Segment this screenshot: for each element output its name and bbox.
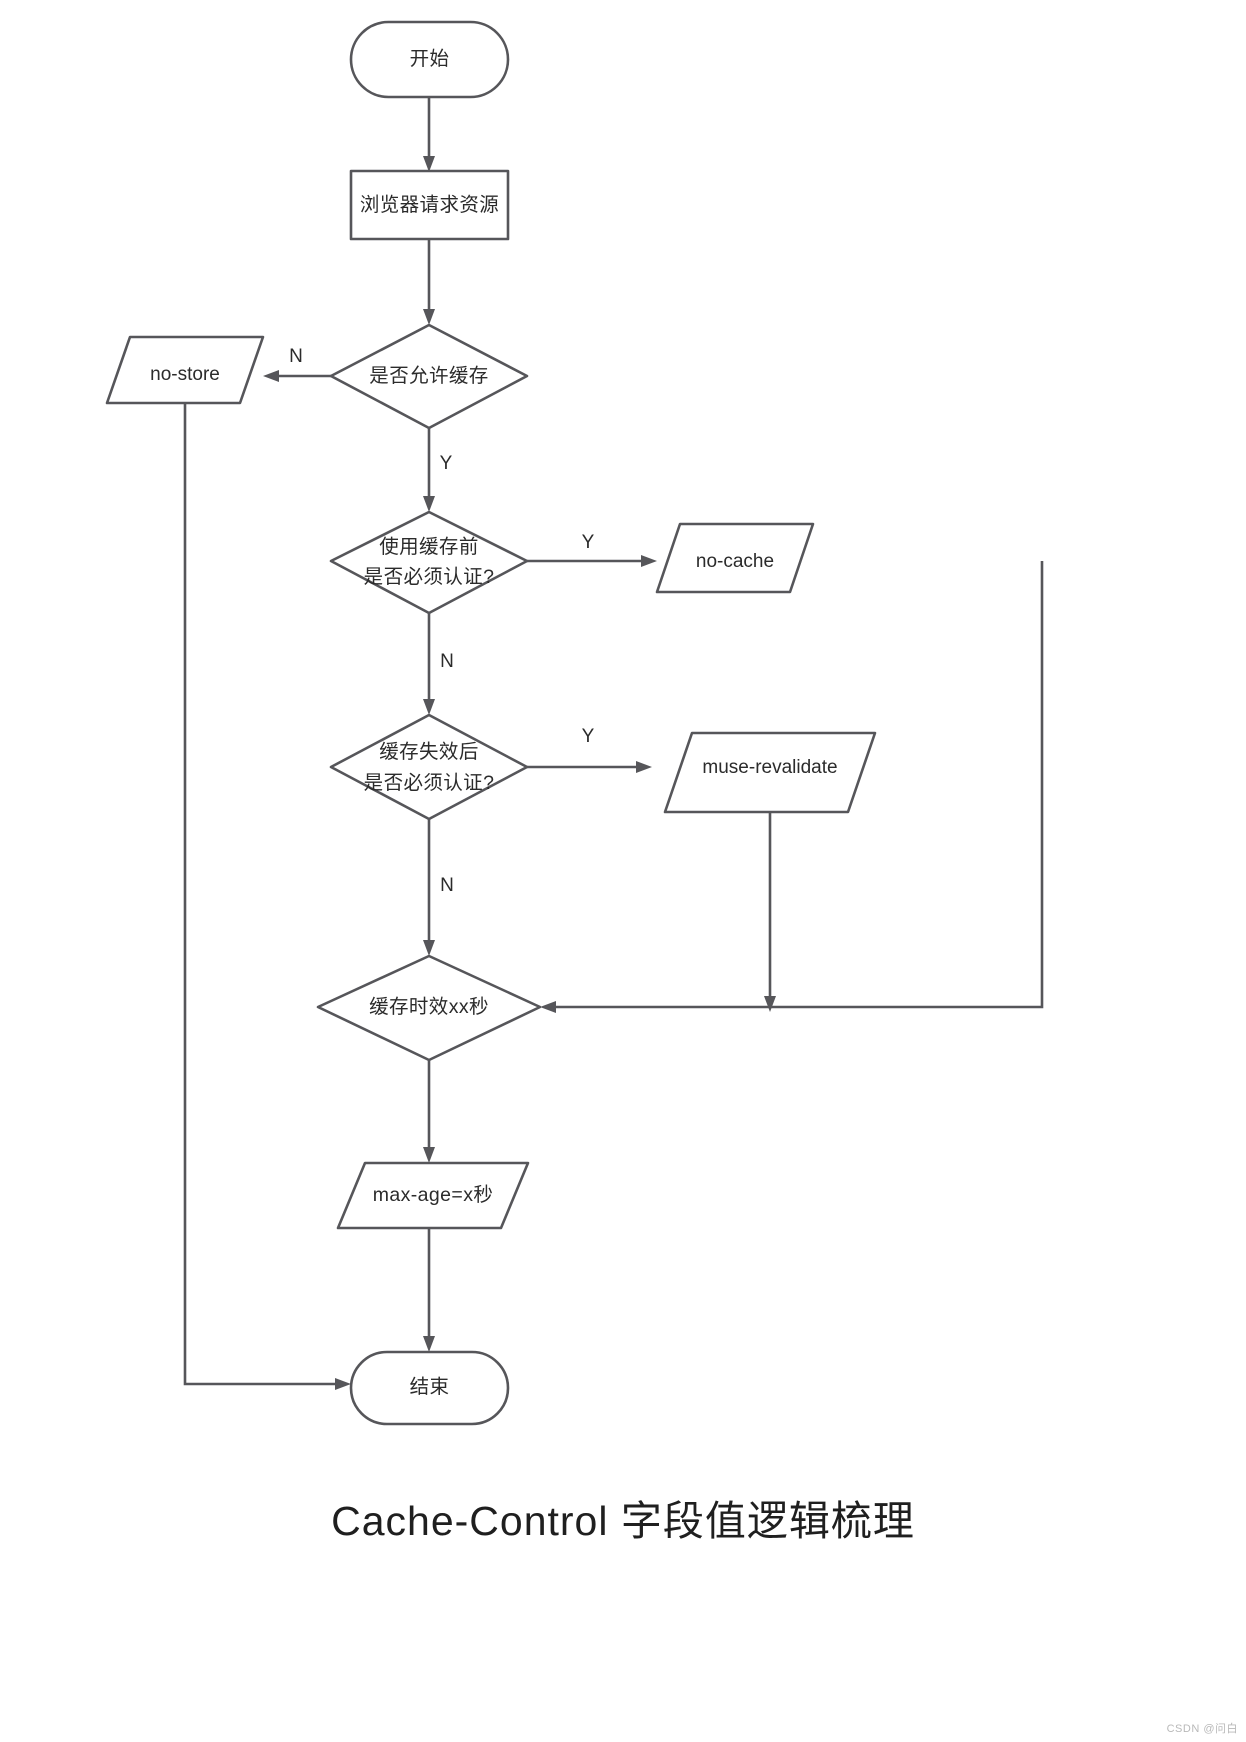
- edge-label-auth-before-n: N: [440, 651, 454, 672]
- edge-cache-ttl-to-max-age: [423, 1060, 435, 1163]
- node-muse-revalidate[interactable]: muse-revalidate: [663, 731, 877, 814]
- edge-label-allow-cache-y: Y: [440, 453, 453, 474]
- node-no-store[interactable]: no-store: [105, 335, 265, 405]
- node-muse-revalidate-label: muse-revalidate: [702, 757, 837, 778]
- edge-label-allow-cache-n: N: [289, 346, 303, 367]
- edge-label-auth-before-y: Y: [582, 532, 595, 553]
- edge-auth-before-to-no-cache: [527, 555, 657, 567]
- node-auth-after-label-line1: 缓存失效后: [379, 741, 479, 763]
- node-no-store-label: no-store: [150, 364, 220, 385]
- node-start-label: 开始: [410, 48, 450, 70]
- edge-request-to-allow-cache: [423, 239, 435, 325]
- node-end-label: 结束: [410, 1376, 450, 1398]
- node-request-label: 浏览器请求资源: [360, 194, 499, 216]
- node-no-cache-label: no-cache: [696, 551, 774, 572]
- edge-no-cache-to-cache-ttl: [540, 561, 1044, 1013]
- edge-revalidate-to-cache-ttl: [764, 812, 776, 1012]
- node-auth-after-label-line2: 是否必须认证?: [364, 772, 495, 794]
- edge-auth-before-to-auth-after: [423, 613, 435, 715]
- edge-allow-cache-to-auth-before: [423, 428, 435, 512]
- edge-allow-cache-to-no-store: [263, 370, 331, 382]
- edge-label-auth-after-n: N: [440, 875, 454, 896]
- edge-max-age-to-end: [423, 1228, 435, 1352]
- edge-label-auth-after-y: Y: [582, 726, 595, 747]
- edge-auth-after-to-cache-ttl: [423, 819, 435, 956]
- node-auth-after[interactable]: 缓存失效后 是否必须认证?: [329, 713, 529, 821]
- node-cache-ttl-label: 缓存时效xx秒: [369, 996, 489, 1018]
- node-end[interactable]: 结束: [349, 1350, 510, 1426]
- node-start[interactable]: 开始: [349, 20, 510, 99]
- node-cache-ttl[interactable]: 缓存时效xx秒: [316, 954, 542, 1062]
- edge-auth-after-to-revalidate: [527, 761, 652, 773]
- node-auth-before-label-line2: 是否必须认证?: [364, 566, 495, 588]
- node-request[interactable]: 浏览器请求资源: [349, 169, 510, 241]
- page-title: Cache-Control 字段值逻辑梳理: [331, 1498, 915, 1544]
- node-no-cache[interactable]: no-cache: [655, 522, 815, 594]
- edge-no-store-to-end: [183, 403, 351, 1390]
- node-allow-cache-label: 是否允许缓存: [369, 365, 488, 387]
- csdn-watermark: CSDN @问白: [1166, 1723, 1238, 1735]
- node-auth-before-label-line1: 使用缓存前: [379, 536, 479, 558]
- node-allow-cache[interactable]: 是否允许缓存: [329, 323, 529, 430]
- node-max-age-label: max-age=x秒: [373, 1184, 494, 1206]
- edge-start-to-request: [423, 97, 435, 172]
- node-max-age[interactable]: max-age=x秒: [336, 1161, 530, 1230]
- node-auth-before[interactable]: 使用缓存前 是否必须认证?: [329, 510, 529, 615]
